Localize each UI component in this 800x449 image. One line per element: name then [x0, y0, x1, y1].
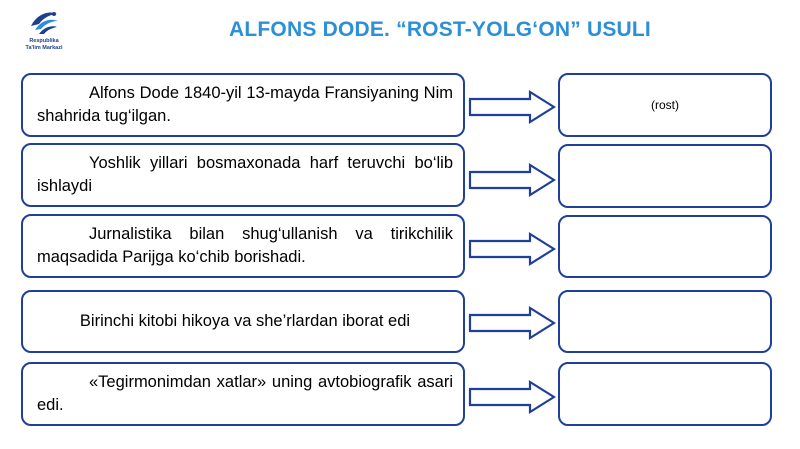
statement-box-4: Birinchi kitobi hikoya va she’rlardan ib…: [21, 290, 465, 353]
answer-box-3[interactable]: [558, 215, 772, 278]
statement-box-3: Jurnalistika bilan shug‘ullanish va tiri…: [21, 214, 465, 278]
answer-box-4[interactable]: [558, 290, 772, 353]
answer-box-1[interactable]: (rost): [558, 73, 772, 137]
logo-text-line2: Ta'lim Markazi: [25, 44, 63, 51]
statement-text-3: Jurnalistika bilan shug‘ullanish va tiri…: [37, 225, 453, 266]
statement-text-5: «Tegirmonimdan xatlar» uning avtobiograf…: [37, 373, 453, 414]
statement-box-2: Yoshlik yillari bosmaxonada harf teruvch…: [21, 143, 465, 207]
arrow-right-icon: [468, 90, 556, 124]
arrow-right-icon: [468, 306, 556, 340]
logo: Respublika Ta'lim Markazi: [14, 8, 74, 60]
answer-box-2[interactable]: [558, 144, 772, 208]
arrow-right-icon: [468, 163, 556, 197]
statement-text-1: Alfons Dode 1840-yil 13-mayda Fransiyani…: [37, 84, 453, 125]
answer-text-1: (rost): [651, 98, 679, 112]
statement-box-5: «Tegirmonimdan xatlar» uning avtobiograf…: [21, 362, 465, 426]
statement-text-2: Yoshlik yillari bosmaxonada harf teruvch…: [37, 154, 453, 195]
bird-logo-icon: [31, 12, 58, 34]
logo-text-line1: Respublika: [29, 38, 59, 44]
page-title: ALFONS DODE. “ROST-YOLG‘ON” USULI: [229, 18, 651, 41]
arrow-right-icon: [468, 380, 556, 414]
statement-text-4: Birinchi kitobi hikoya va she’rlardan ib…: [79, 312, 411, 330]
answer-box-5[interactable]: [558, 362, 772, 426]
arrow-right-icon: [468, 232, 556, 266]
statement-box-1: Alfons Dode 1840-yil 13-mayda Fransiyani…: [21, 73, 465, 137]
